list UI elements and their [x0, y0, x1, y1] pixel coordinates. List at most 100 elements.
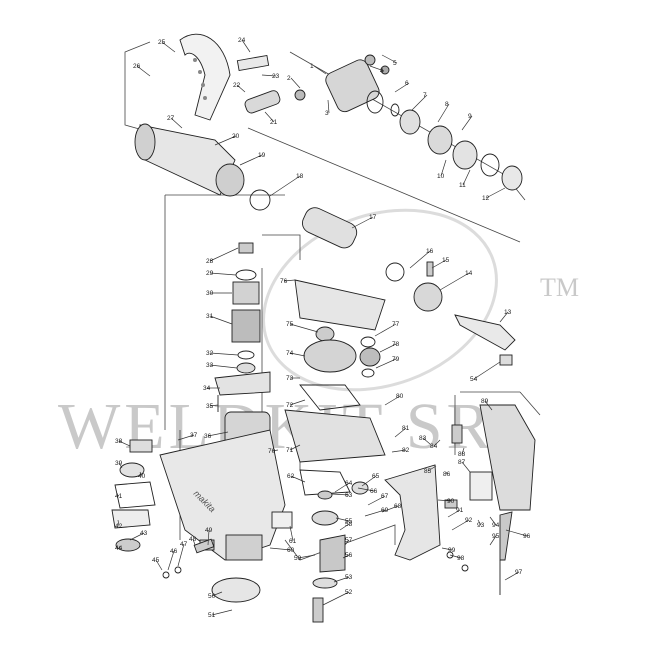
leader-line-93 [477, 519, 482, 526]
leader-line-83 [422, 437, 431, 445]
leader-line-11 [462, 169, 471, 186]
leader-line-27 [170, 117, 183, 129]
part-callout-81: 81 [402, 425, 410, 432]
part-callout-16: 16 [426, 248, 434, 255]
part-callout-10: 10 [437, 173, 445, 180]
top-handle-assembly [134, 33, 523, 366]
leader-line-40 [139, 471, 143, 477]
leader-line-69 [364, 509, 386, 517]
part-callout-63: 63 [345, 492, 353, 499]
leader-line-37 [177, 434, 195, 441]
leader-line-99 [441, 547, 453, 551]
part-callout-69: 69 [381, 507, 389, 514]
part-callout-1: 1 [310, 63, 314, 70]
part-callout-59: 59 [294, 555, 302, 562]
part-callout-92: 92 [465, 517, 473, 524]
leader-line-14 [439, 272, 470, 291]
part-callout-83: 83 [419, 435, 427, 442]
leader-line-17 [351, 216, 374, 229]
leader-line-41 [117, 494, 120, 497]
part-callout-5: 5 [393, 60, 397, 67]
part-callout-2: 2 [287, 75, 291, 82]
part-callout-48: 48 [189, 536, 197, 543]
part-callout-24: 24 [238, 37, 246, 44]
part-callout-38: 38 [115, 438, 123, 445]
leader-line-2 [290, 77, 301, 89]
leader-line-33 [209, 364, 238, 369]
leader-line-36 [207, 431, 229, 437]
part-callout-65: 65 [372, 473, 380, 480]
leader-line-32 [209, 352, 239, 356]
part-callout-80: 80 [396, 393, 404, 400]
part-callout-43: 43 [140, 530, 148, 537]
part-callout-13: 13 [504, 309, 512, 316]
part-callout-57: 57 [345, 537, 353, 544]
leader-line-48 [192, 538, 196, 546]
part-callout-26: 26 [133, 63, 141, 70]
leader-line-45 [155, 559, 163, 571]
leader-line-39 [118, 462, 123, 469]
leader-line-58 [339, 523, 350, 531]
leader-line-1 [313, 65, 327, 75]
part-callout-84: 84 [430, 443, 438, 450]
leader-line-16 [409, 250, 431, 269]
part-callout-58: 58 [345, 521, 353, 528]
part-callout-12: 12 [482, 195, 490, 202]
part-callout-85: 85 [424, 468, 432, 475]
part-callout-6: 6 [405, 80, 409, 87]
part-callout-9: 9 [468, 113, 472, 120]
leader-line-82 [391, 449, 407, 453]
leader-line-20 [214, 135, 237, 146]
leader-line-55 [335, 517, 350, 522]
part-callout-19: 19 [258, 152, 266, 159]
part-callout-68: 68 [394, 503, 402, 510]
leader-line-84 [433, 439, 441, 447]
leader-line-96 [505, 529, 528, 537]
part-callout-18: 18 [296, 173, 304, 180]
part-callout-62: 62 [287, 473, 295, 480]
leader-line-59 [297, 554, 316, 559]
part-callout-99: 99 [448, 547, 456, 554]
part-callout-27: 27 [167, 115, 175, 122]
leader-line-65 [361, 475, 377, 487]
part-callout-95: 95 [492, 533, 500, 540]
leader-line-12 [485, 187, 506, 199]
leader-line-70 [271, 449, 279, 452]
leader-line-18 [269, 175, 301, 197]
leader-line-43 [129, 532, 145, 541]
leader-line-50 [211, 591, 223, 597]
leader-line-66 [357, 487, 375, 492]
leader-line-75 [289, 323, 319, 333]
leader-line-10 [440, 159, 447, 177]
part-callout-15: 15 [442, 257, 450, 264]
part-callout-11: 11 [459, 182, 466, 189]
part-callout-52: 52 [345, 589, 353, 596]
part-callout-3: 3 [325, 110, 329, 117]
leader-line-54 [473, 361, 501, 380]
part-callout-4: 4 [380, 68, 384, 75]
part-callout-91: 91 [456, 507, 464, 514]
leader-line-78 [379, 343, 397, 353]
leader-line-35 [209, 404, 219, 407]
leader-line-63 [331, 493, 350, 496]
leader-line-9 [461, 115, 473, 131]
leader-lines [117, 39, 528, 616]
part-callout-77: 77 [392, 321, 400, 328]
part-callout-97: 97 [515, 569, 523, 576]
part-callout-40: 40 [138, 473, 146, 480]
leader-line-71 [289, 444, 301, 451]
part-callout-98: 98 [457, 555, 465, 562]
part-callout-34: 34 [203, 385, 211, 392]
part-callout-22: 22 [233, 82, 241, 89]
part-callout-71: 71 [286, 447, 294, 454]
leader-line-42 [117, 519, 120, 527]
leader-line-46 [167, 550, 175, 571]
leader-line-86 [445, 471, 448, 475]
part-callout-93: 93 [477, 522, 485, 529]
part-callout-87: 87 [458, 459, 466, 466]
leader-line-51 [211, 609, 233, 616]
leader-line-29 [209, 272, 237, 276]
leader-line-85 [427, 465, 437, 472]
leader-line-5 [381, 54, 398, 64]
